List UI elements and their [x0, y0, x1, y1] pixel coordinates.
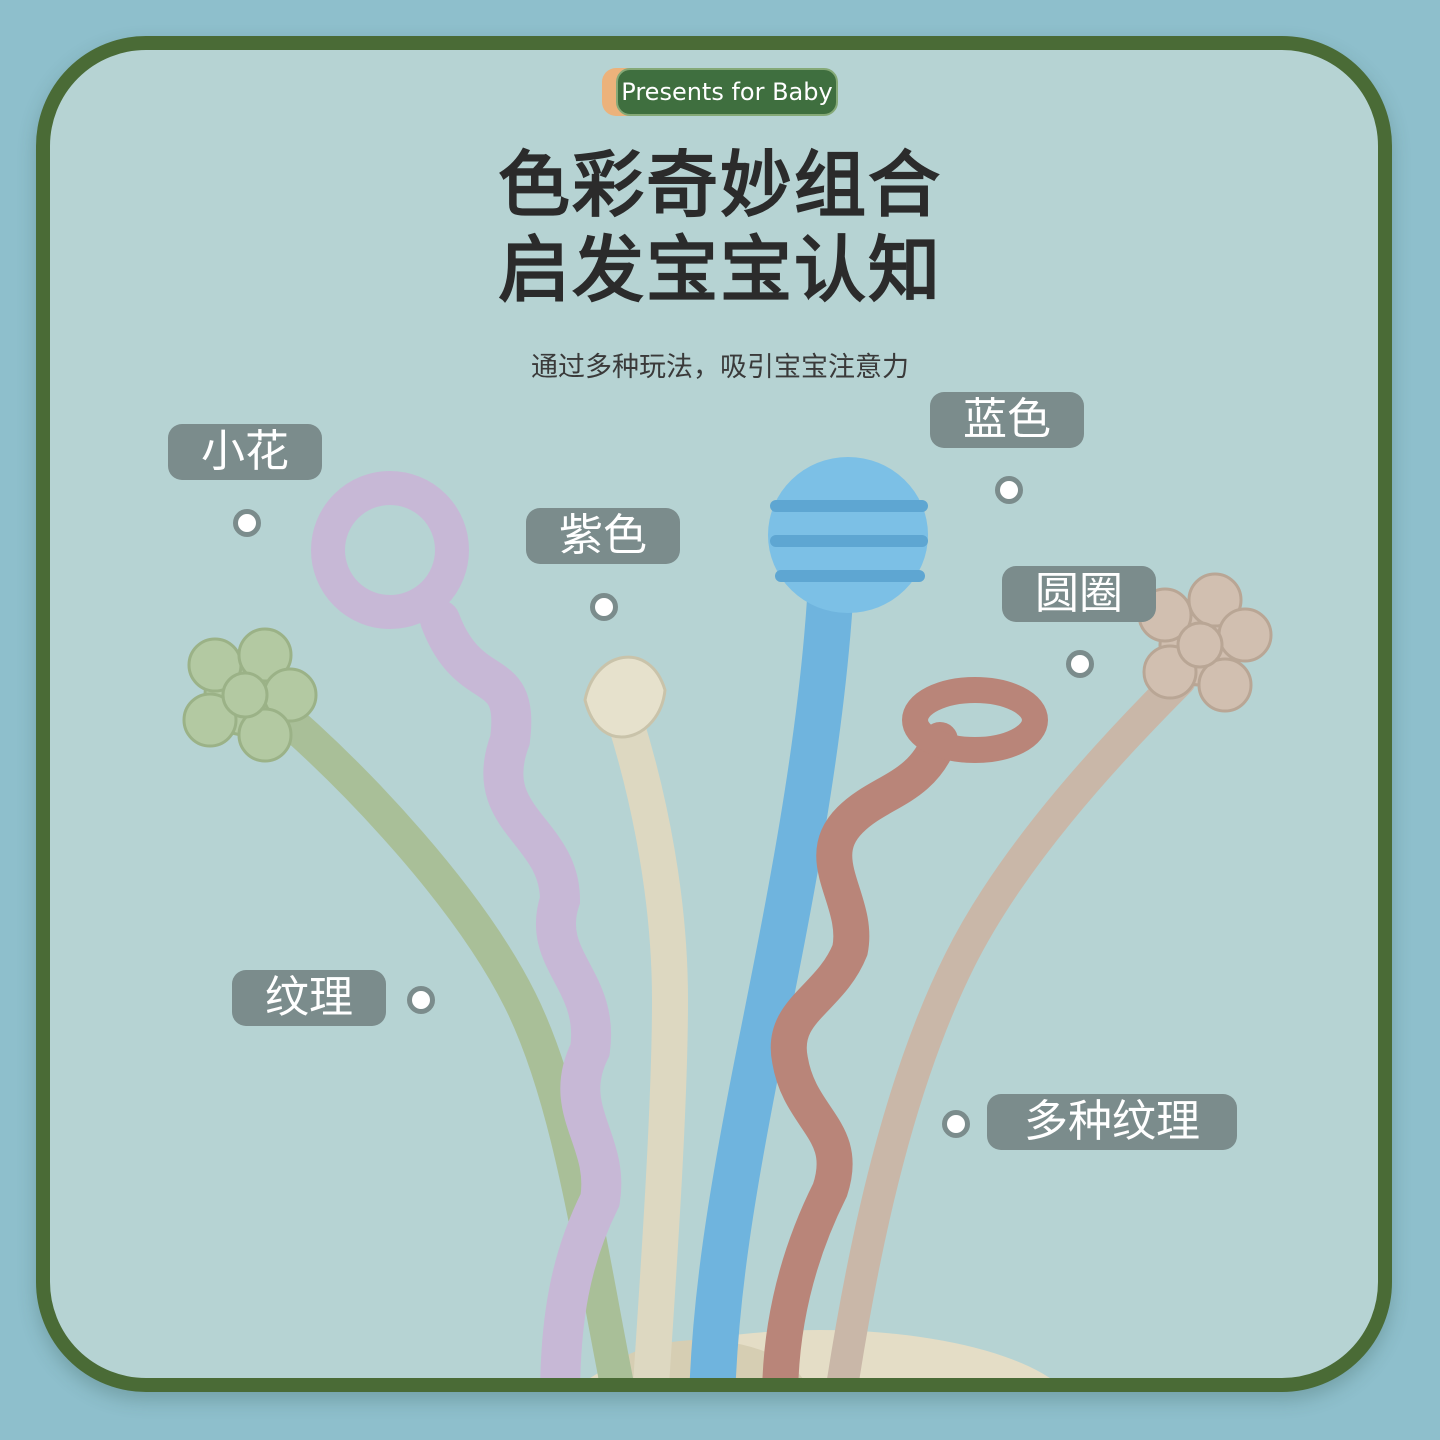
- headline-line-1: 色彩奇妙组合: [497, 143, 942, 227]
- teether-toy-illustration: [182, 457, 1273, 1378]
- callout-texture: 纹理: [232, 970, 386, 1026]
- callout-ring-dot: [1066, 650, 1094, 678]
- cream-stick-head: [583, 655, 667, 739]
- callout-multi-texture: 多种纹理: [987, 1094, 1237, 1150]
- callout-multi-texture-dot: [942, 1110, 970, 1138]
- callout-purple: 紫色: [526, 508, 680, 564]
- callout-ring: 圆圈: [1002, 566, 1156, 622]
- headline-line-2: 启发宝宝认知: [497, 228, 942, 312]
- presents-badge: Presents for Baby: [616, 68, 838, 116]
- product-scene: Presents for Baby 色彩奇妙组合 启发宝宝认知 通过多种玩法，吸…: [50, 50, 1378, 1378]
- purple-wavy-stick: [420, 600, 622, 1378]
- blue-stick: [689, 577, 853, 1378]
- beige-flower-head: [1137, 572, 1273, 713]
- beige-stick: [827, 664, 1196, 1378]
- blue-ball-head: [768, 457, 928, 613]
- callout-flower-dot: [233, 509, 261, 537]
- cream-stick: [607, 702, 689, 1378]
- callout-purple-dot: [590, 593, 618, 621]
- callout-blue: 蓝色: [930, 392, 1084, 448]
- purple-ring: [311, 471, 469, 629]
- subtitle: 通过多种玩法，吸引宝宝注意力: [531, 352, 909, 383]
- callout-blue-dot: [995, 476, 1023, 504]
- callout-texture-dot: [407, 986, 435, 1014]
- pink-ring: [902, 677, 1048, 763]
- pink-wavy-stick: [762, 722, 958, 1378]
- green-flower-head: [182, 627, 318, 763]
- product-panel: Presents for Baby 色彩奇妙组合 启发宝宝认知 通过多种玩法，吸…: [36, 36, 1392, 1392]
- callout-flower: 小花: [168, 424, 322, 480]
